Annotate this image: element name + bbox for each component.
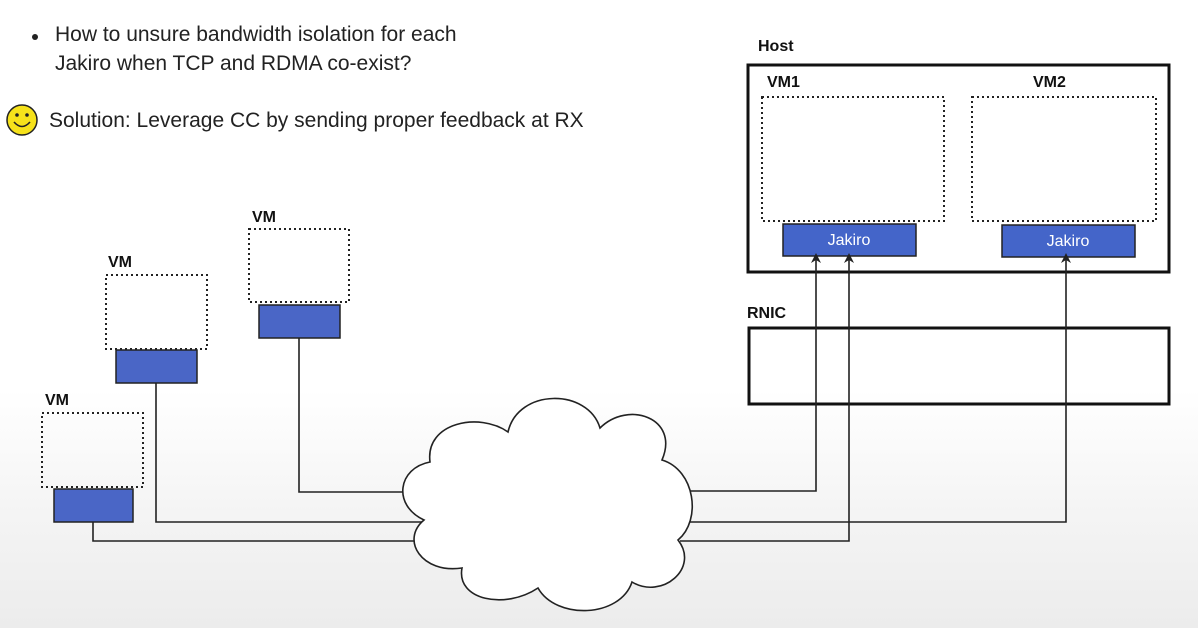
jakiro-vm1-label: Jakiro — [828, 232, 871, 249]
line-vm-c-to-network — [298, 338, 430, 493]
bullet-icon — [32, 34, 38, 40]
vm1-box — [761, 96, 945, 222]
remote-vm-a-label: VM — [45, 392, 69, 409]
line-network-to-jakiro-vm1-b — [680, 253, 854, 542]
line-network-to-jakiro-vm1-a — [680, 253, 821, 492]
question-line-2: Jakiro when TCP and RDMA co-exist? — [55, 52, 411, 75]
remote-vm-a-nic — [53, 488, 134, 523]
remote-vm-b-label: VM — [108, 254, 132, 271]
smiley-icon — [6, 104, 38, 136]
vm1-label: VM1 — [767, 74, 800, 91]
question-line-1: How to unsure bandwidth isolation for ea… — [55, 23, 457, 46]
solution-text: Solution: Leverage CC by sending proper … — [49, 109, 584, 132]
rnic-box — [747, 326, 1171, 406]
remote-vm-a-box — [41, 412, 144, 488]
connection-lines — [92, 253, 1071, 542]
remote-vm-b-nic — [115, 349, 198, 384]
line-vm-a-to-network — [92, 522, 430, 542]
jakiro-vm2-label: Jakiro — [1047, 233, 1090, 250]
vm2-box — [971, 96, 1157, 222]
jakiro-vm2 — [1001, 224, 1136, 258]
remote-vm-c-label: VM — [252, 209, 276, 226]
vm2-label: VM2 — [1033, 74, 1066, 91]
network-cloud — [401, 397, 693, 612]
line-network-to-jakiro-vm2 — [680, 253, 1071, 523]
remote-vm-c-box — [248, 228, 350, 303]
remote-vm-c-nic — [258, 304, 341, 339]
remote-vm-b-box — [105, 274, 208, 350]
rnic-label: RNIC — [747, 305, 787, 322]
line-vm-b-to-network — [155, 383, 430, 523]
jakiro-vm1 — [782, 223, 917, 257]
host-label: Host — [758, 38, 794, 55]
